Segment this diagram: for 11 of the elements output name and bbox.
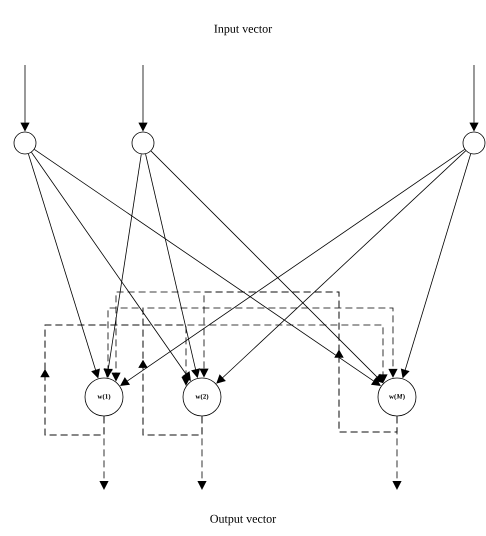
title: Input vector [214, 24, 272, 36]
input-circle [462, 132, 486, 154]
feedback-arrow [138, 308, 398, 436]
arrow [150, 150, 384, 384]
arrow [216, 150, 466, 384]
arrow [120, 149, 465, 386]
input-circle [132, 132, 154, 154]
feedback-arrow [40, 324, 388, 436]
arrow [28, 153, 100, 378]
axis-label: Output vector [210, 514, 276, 526]
input-circle [14, 132, 36, 154]
